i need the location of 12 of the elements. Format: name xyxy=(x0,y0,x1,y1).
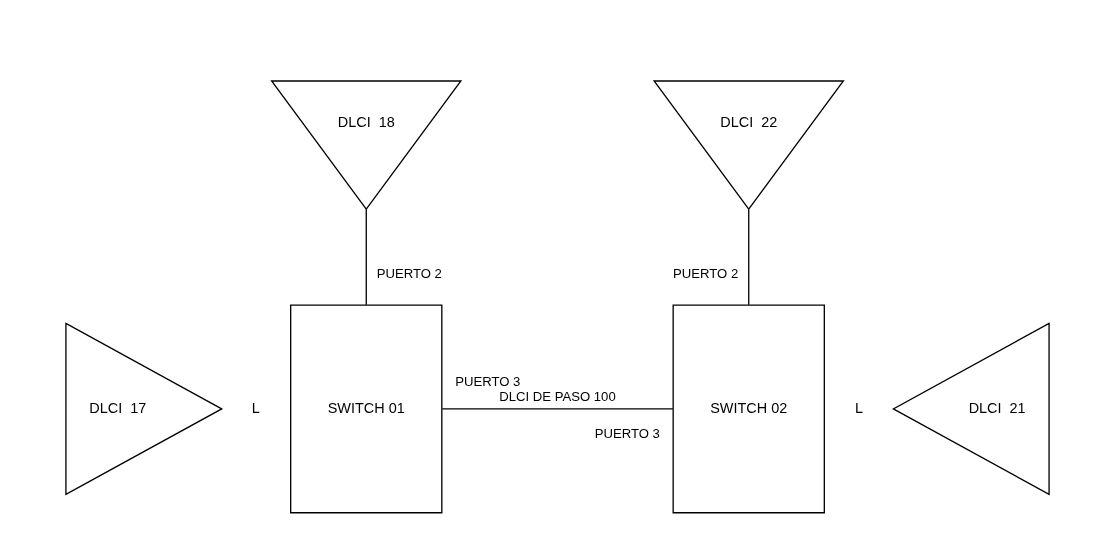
node-box: SWITCH 01 xyxy=(290,304,443,514)
label: L xyxy=(251,399,260,416)
label: PUERTO 3 xyxy=(594,426,660,442)
connector xyxy=(748,208,750,306)
label: L xyxy=(855,399,864,416)
label: PUERTO 3 xyxy=(455,373,521,389)
edge-label: DLCI DE PASO 100 xyxy=(499,389,616,405)
connector xyxy=(441,408,674,410)
connector xyxy=(365,208,367,306)
node-box: SWITCH 02 xyxy=(672,304,825,514)
label: PUERTO 2 xyxy=(376,265,442,281)
label: PUERTO 2 xyxy=(673,265,739,281)
